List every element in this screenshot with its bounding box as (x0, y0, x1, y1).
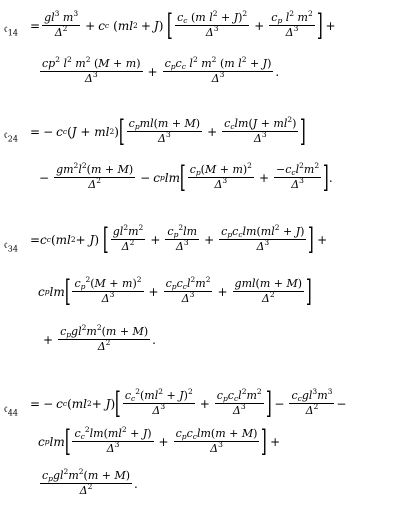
equation-index: 14 (7, 28, 18, 38)
equation-c44-line-3: cpgl2m2(m + M)Δ2. (0, 467, 417, 504)
equation-label: 𝔠 (4, 127, 8, 141)
equation-c34-lhs: 𝔠34 (4, 238, 18, 253)
equation-label: 𝔠 (4, 401, 8, 415)
equation-index: 34 (7, 244, 18, 254)
equation-c34-line-3: +cpgl2m2(m + M)Δ2. (0, 323, 417, 360)
equation-index: 44 (7, 408, 18, 418)
equation-label: 𝔠 (4, 21, 8, 35)
equation-index: 24 (7, 134, 18, 144)
equation-label: 𝔠 (4, 237, 8, 251)
equation-c44-rhs-cont-2: cpgl2m2(m + M)Δ2. (40, 467, 138, 498)
equation-c14-lhs: 𝔠14 (4, 22, 18, 37)
equation-c34-rhs-cont-2: +cpgl2m2(m + M)Δ2. (43, 323, 156, 354)
equation-c44-lhs: 𝔠44 (4, 402, 18, 417)
equation-c14-line-2: cp2 l2 m2 (M + m)Δ3+cpcc l2 m2 (m l2 + J… (0, 55, 417, 92)
equation-c14-rhs-cont: cp2 l2 m2 (M + m)Δ3+cpcc l2 m2 (m l2 + J… (40, 55, 280, 86)
equation-c24-lhs: 𝔠24 (4, 128, 18, 143)
